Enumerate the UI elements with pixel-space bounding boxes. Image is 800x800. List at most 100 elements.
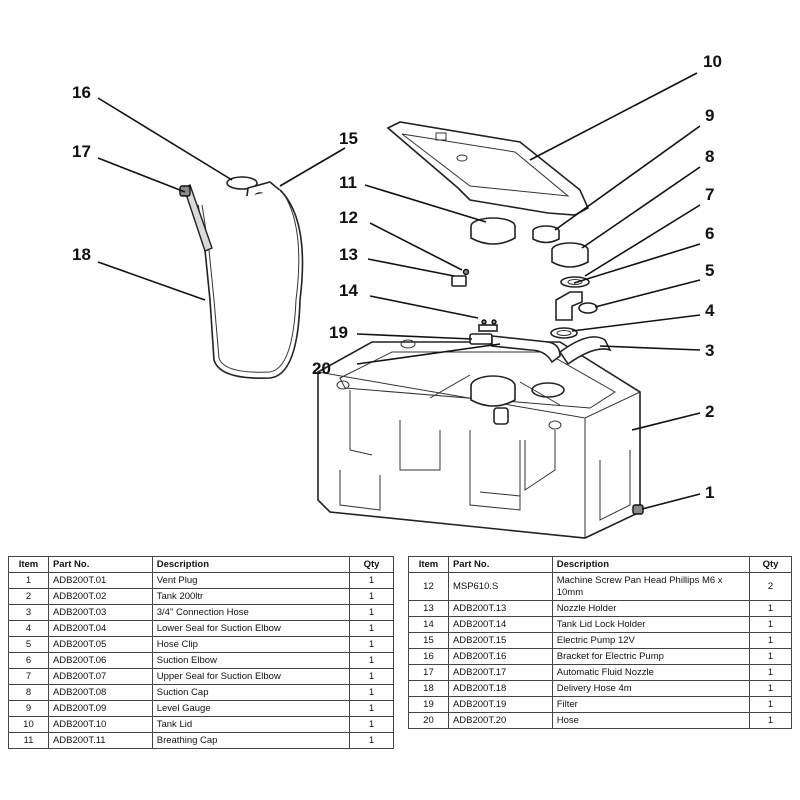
cell-item: 9 <box>8 700 49 717</box>
callout-2: 2 <box>705 402 714 421</box>
cell-description: Vent Plug <box>151 572 351 589</box>
cell-description: 3/4" Connection Hose <box>151 604 351 621</box>
cell-qty: 1 <box>349 716 394 733</box>
cell-description: Upper Seal for Suction Elbow <box>151 668 351 685</box>
breathing-cap <box>470 217 516 245</box>
cell-item: 15 <box>408 632 449 649</box>
cell-qty: 1 <box>349 700 394 717</box>
callout-11: 11 <box>339 173 357 192</box>
cell-part-no: ADB200T.13 <box>447 600 553 617</box>
header-part-no: Part No. <box>447 556 553 573</box>
header-part-no: Part No. <box>47 556 153 573</box>
cell-qty: 1 <box>749 712 792 729</box>
cell-part-no: ADB200T.16 <box>447 648 553 665</box>
cell-part-no: ADB200T.17 <box>447 664 553 681</box>
cell-description: Suction Elbow <box>151 652 351 669</box>
cell-qty: 1 <box>749 696 792 713</box>
header-qty: Qty <box>749 556 792 573</box>
suction-elbow-assembly <box>550 276 598 339</box>
cell-part-no: ADB200T.07 <box>47 668 153 685</box>
header-qty: Qty <box>349 556 394 573</box>
callout-13: 13 <box>339 245 358 264</box>
leader-lines <box>97 72 701 510</box>
cell-part-no: ADB200T.20 <box>447 712 553 729</box>
cell-description: Suction Cap <box>151 684 351 701</box>
cell-item: 7 <box>8 668 49 685</box>
cell-part-no: ADB200T.03 <box>47 604 153 621</box>
callout-5: 5 <box>705 261 714 280</box>
header-item: Item <box>408 556 449 573</box>
cell-item: 1 <box>8 572 49 589</box>
cell-part-no: ADB200T.11 <box>47 732 153 749</box>
callout-17: 17 <box>72 142 91 161</box>
table-header-row: Item Part No. Description Qty <box>8 556 394 573</box>
cell-description: Hose Clip <box>151 636 351 653</box>
callout-numbers: 10 9 8 7 6 5 4 3 2 1 15 11 12 13 14 19 2… <box>72 52 722 502</box>
cell-qty: 1 <box>349 652 394 669</box>
cell-qty: 1 <box>349 572 394 589</box>
cell-description: Tank Lid Lock Holder <box>551 616 751 633</box>
cell-qty: 1 <box>349 636 394 653</box>
cell-part-no: MSP610.S <box>447 572 553 601</box>
vent-plug <box>632 504 644 515</box>
cell-part-no: ADB200T.18 <box>447 680 553 697</box>
cell-qty: 1 <box>749 616 792 633</box>
callout-19: 19 <box>329 323 348 342</box>
cell-description: Level Gauge <box>151 700 351 717</box>
cell-description: Electric Pump 12V <box>551 632 751 649</box>
cell-qty: 1 <box>749 600 792 617</box>
cell-qty: 1 <box>349 684 394 701</box>
cell-item: 13 <box>408 600 449 617</box>
callout-1: 1 <box>705 483 714 502</box>
cell-qty: 1 <box>349 604 394 621</box>
cell-item: 11 <box>8 732 49 749</box>
cell-qty: 1 <box>749 664 792 681</box>
cell-part-no: ADB200T.06 <box>47 652 153 669</box>
cell-item: 18 <box>408 680 449 697</box>
cell-part-no: ADB200T.01 <box>47 572 153 589</box>
exploded-parts-diagram: 10 9 8 7 6 5 4 3 2 1 15 11 12 13 14 19 2… <box>72 52 722 539</box>
callout-14: 14 <box>339 281 358 300</box>
cell-item: 19 <box>408 696 449 713</box>
cell-item: 20 <box>408 712 449 729</box>
cell-description: Tank 200ltr <box>151 588 351 605</box>
cell-part-no: ADB200T.15 <box>447 632 553 649</box>
cell-part-no: ADB200T.19 <box>447 696 553 713</box>
header-item: Item <box>8 556 49 573</box>
cell-description: Machine Screw Pan Head Phillips M6 x 10m… <box>551 572 751 601</box>
cell-part-no: ADB200T.04 <box>47 620 153 637</box>
callout-16: 16 <box>72 83 91 102</box>
cell-description: Nozzle Holder <box>551 600 751 617</box>
cell-item: 8 <box>8 684 49 701</box>
cell-description: Bracket for Electric Pump <box>551 648 751 665</box>
cell-part-no: ADB200T.09 <box>47 700 153 717</box>
cell-part-no: ADB200T.05 <box>47 636 153 653</box>
filter-and-hose <box>469 333 561 364</box>
callout-8: 8 <box>705 147 714 166</box>
cell-item: 6 <box>8 652 49 669</box>
cell-description: Lower Seal for Suction Elbow <box>151 620 351 637</box>
callout-20: 20 <box>312 359 331 378</box>
cell-qty: 1 <box>349 668 394 685</box>
cell-item: 16 <box>408 648 449 665</box>
cell-qty: 1 <box>749 632 792 649</box>
cell-qty: 1 <box>349 588 394 605</box>
cell-item: 5 <box>8 636 49 653</box>
cell-description: Breathing Cap <box>151 732 351 749</box>
cell-qty: 1 <box>749 648 792 665</box>
